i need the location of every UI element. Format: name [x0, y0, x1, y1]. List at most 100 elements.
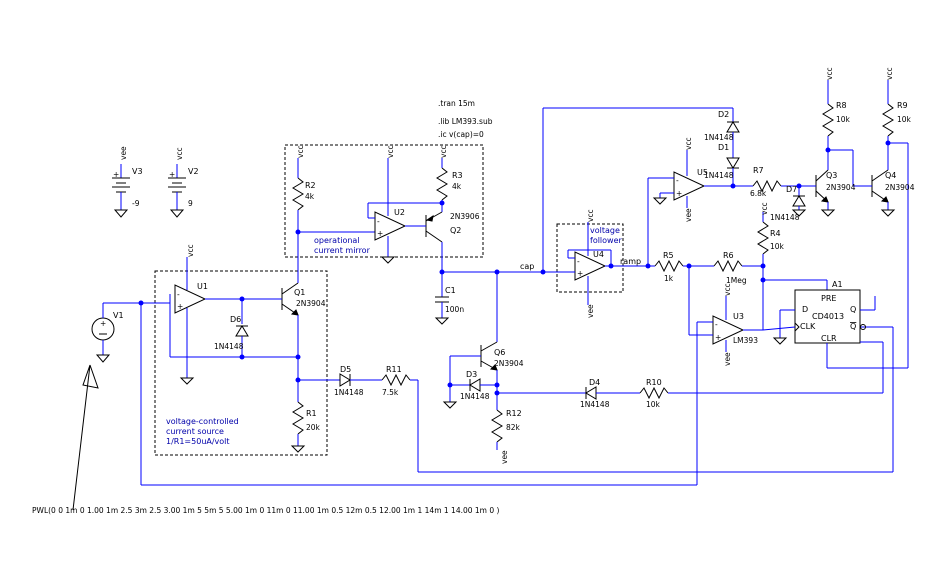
q3-transistor: Q3 2N3904 — [812, 150, 856, 217]
svg-text:1k: 1k — [664, 274, 674, 283]
v2-name: V2 — [188, 167, 199, 176]
svg-text:2N3904: 2N3904 — [885, 183, 915, 192]
svg-text:Q4: Q4 — [885, 171, 896, 180]
u2-opamp: - + U2 vcc — [374, 145, 407, 264]
ramp-net-label: ramp — [620, 257, 641, 266]
v2-value: 9 — [188, 199, 193, 208]
r10-resistor: R10 10k — [639, 378, 669, 409]
svg-text:+: + — [169, 170, 175, 179]
svg-text:D4: D4 — [589, 378, 600, 387]
follower-label-1: voltage — [590, 226, 620, 235]
svg-text:2N3904: 2N3904 — [296, 299, 326, 308]
svg-text:-: - — [177, 290, 180, 299]
r2-resistor: R2 4k vcc — [292, 145, 316, 256]
svg-text:Q2: Q2 — [450, 226, 461, 235]
svg-text:vcc: vcc — [825, 67, 834, 80]
svg-text:+: + — [177, 302, 183, 311]
svg-text:CD4013: CD4013 — [812, 312, 844, 321]
u1-opamp: - + U1 vcc — [174, 244, 208, 385]
svg-text:vcc: vcc — [760, 202, 769, 215]
d2-diode: D2 1N4148 — [704, 108, 740, 158]
svg-text:LM393: LM393 — [733, 336, 758, 345]
svg-text:Q6: Q6 — [494, 348, 505, 357]
v2-node: vcc — [175, 147, 184, 160]
svg-text:D6: D6 — [230, 315, 241, 324]
svg-text:2N3904: 2N3904 — [826, 183, 856, 192]
svg-text:1N4148: 1N4148 — [334, 388, 364, 397]
svg-text:D1: D1 — [718, 143, 729, 152]
follower-box — [556, 223, 624, 293]
svg-text:-: - — [715, 320, 718, 329]
svg-text:vcc: vcc — [885, 67, 894, 80]
u5-opamp: - + U5 vcc vee — [673, 137, 708, 222]
svg-text:U2: U2 — [394, 208, 405, 217]
svg-text:R3: R3 — [452, 171, 463, 180]
svg-text:+: + — [113, 170, 119, 179]
svg-text:vcc: vcc — [296, 145, 305, 158]
svg-text:vcc: vcc — [439, 145, 448, 158]
svg-text:R7: R7 — [753, 166, 764, 175]
svg-text:vee: vee — [723, 352, 732, 366]
svg-text:1N4148: 1N4148 — [460, 392, 490, 401]
svg-text:6.8k: 6.8k — [750, 189, 767, 198]
svg-text:D2: D2 — [718, 110, 729, 119]
r6-resistor: R6 1Meg — [713, 251, 747, 285]
vccs-label-1: voltage-controlled — [166, 417, 239, 426]
svg-text:PRE: PRE — [821, 294, 836, 303]
svg-text:1N4148: 1N4148 — [704, 133, 734, 142]
svg-text:R9: R9 — [897, 101, 908, 110]
r11-resistor: R11 7.5k — [381, 365, 411, 397]
d7-diode: D7 1N4148 — [770, 185, 807, 222]
q2-transistor: 2N3906 Q2 — [422, 211, 480, 272]
svg-text:20k: 20k — [306, 423, 321, 432]
pwl-spec: PWL(0 0 1m 0 1.00 1m 2.5 3m 2.5 3.00 1m … — [32, 506, 500, 515]
d3-diode: D3 1N4148 — [442, 370, 500, 409]
svg-text:Q3: Q3 — [826, 171, 837, 180]
cd4013-flipflop: A1 PRE CD4013 D CLK CLR Q Q — [794, 280, 866, 344]
svg-text:R12: R12 — [506, 409, 522, 418]
q1-transistor: Q1 2N3904 — [278, 256, 326, 402]
mirror-label-1: operational — [314, 236, 360, 245]
q6-transistor: Q6 2N3904 — [449, 341, 524, 402]
svg-text:-: - — [377, 217, 380, 226]
lib-directive: .lib LM393.sub — [438, 117, 493, 126]
r5-resistor: R5 1k — [654, 251, 684, 283]
d6-diode: D6 1N4148 — [214, 299, 249, 360]
r4-resistor: R4 10k vcc — [757, 202, 785, 266]
v3-name: V3 — [132, 167, 143, 176]
u3-comparator: - + U3 LM393 vcc vee — [712, 283, 758, 366]
svg-text:vcc: vcc — [586, 209, 595, 222]
svg-text:U5: U5 — [697, 168, 708, 177]
vccs-label-3: 1/R1=50uA/volt — [166, 437, 230, 446]
svg-text:Q1: Q1 — [294, 288, 305, 297]
svg-text:vcc: vcc — [186, 244, 195, 257]
d1-diode: D1 1N4148 — [704, 143, 740, 186]
pwl-pointer — [72, 364, 99, 511]
svg-text:10k: 10k — [770, 242, 785, 251]
vccs-box — [154, 270, 328, 456]
v3-node: vee — [119, 146, 128, 160]
follower-label-2: follower — [590, 236, 623, 245]
svg-text:2N3904: 2N3904 — [494, 359, 524, 368]
v3-value: -9 — [132, 199, 140, 208]
svg-text:U1: U1 — [197, 282, 208, 291]
svg-text:1N4148: 1N4148 — [770, 213, 800, 222]
svg-text:Q: Q — [850, 305, 856, 314]
svg-text:1N4148: 1N4148 — [580, 400, 610, 409]
v2-supply: + vcc V2 9 — [168, 147, 199, 218]
ic-directive: .ic v(cap)=0 — [438, 130, 484, 139]
svg-text:A1: A1 — [832, 280, 843, 289]
svg-text:1N4148: 1N4148 — [704, 171, 734, 180]
cap-net-label: cap — [520, 262, 534, 271]
svg-text:7.5k: 7.5k — [382, 388, 399, 397]
svg-text:U4: U4 — [593, 250, 604, 259]
svg-text:vee: vee — [684, 208, 693, 222]
v1-source: + V1 — [91, 302, 170, 363]
svg-text:2N3906: 2N3906 — [450, 212, 480, 221]
svg-text:D7: D7 — [786, 185, 797, 194]
r1-resistor: R1 20k — [290, 401, 321, 453]
r7-resistor: R7 6.8k — [750, 166, 782, 198]
tran-directive: .tran 15m — [438, 99, 475, 108]
svg-text:+: + — [715, 333, 721, 342]
r9-resistor: R9 10k vcc — [882, 67, 912, 170]
